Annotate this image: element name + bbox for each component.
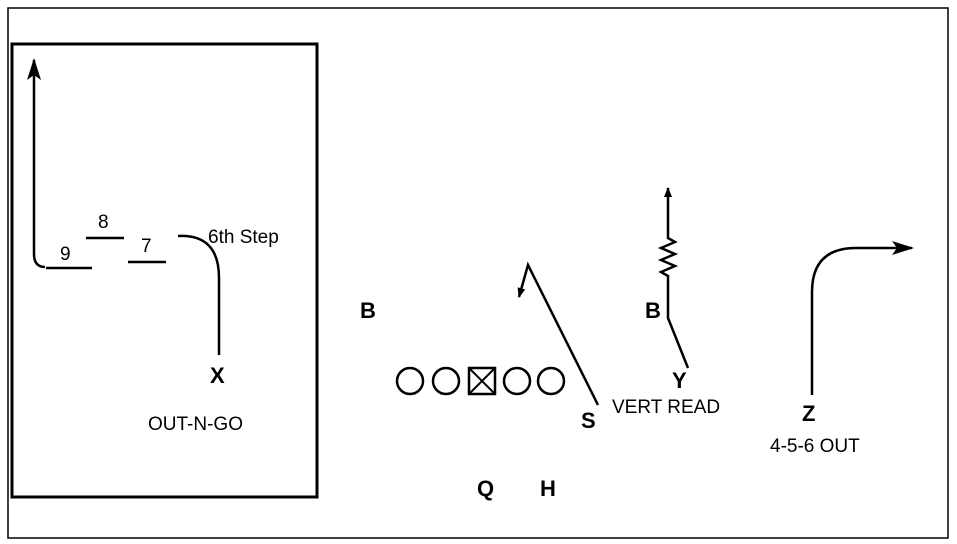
s-route <box>517 261 600 406</box>
lineman-circle <box>395 366 425 396</box>
route-name-out-n-go: OUT-N-GO <box>148 414 243 435</box>
sixth-step-label: 6th Step <box>208 227 279 248</box>
step-7-label: 7 <box>141 236 152 257</box>
y-route-label: VERT READ <box>612 397 720 418</box>
lineman-circle <box>431 366 461 396</box>
offensive-line <box>395 366 566 396</box>
z-route-label: 4-5-6 OUT <box>770 436 860 457</box>
player-y: Y <box>672 368 687 393</box>
player-z: Z <box>802 401 815 426</box>
y-route <box>657 187 690 369</box>
lineman-circle <box>536 366 566 396</box>
step-9-label: 9 <box>60 244 71 265</box>
z-route <box>810 241 914 395</box>
player-b-right: B <box>645 298 661 323</box>
player-b-left: B <box>360 298 376 323</box>
outer-border <box>7 7 949 539</box>
lineman-circle <box>502 366 532 396</box>
center-square <box>467 366 497 396</box>
step-8-label: 8 <box>98 212 109 233</box>
player-x: X <box>210 363 225 388</box>
inset-route-vertical <box>27 58 46 269</box>
player-h: H <box>540 476 556 501</box>
player-s: S <box>581 408 596 433</box>
inset-route-break <box>177 234 221 355</box>
inset-box <box>10 42 319 499</box>
player-q: Q <box>477 476 494 501</box>
